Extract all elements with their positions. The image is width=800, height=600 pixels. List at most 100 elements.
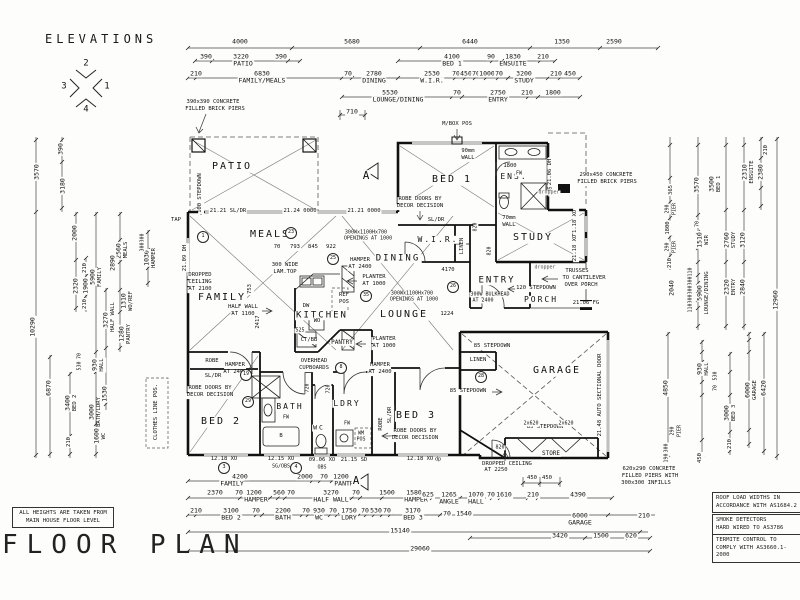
plan-text: CUPBOARDS — [298, 365, 330, 372]
plan-text: 820 — [486, 245, 493, 257]
plan-text: WALL — [460, 155, 476, 162]
plan-text: FILLED PIERS WITH — [620, 473, 680, 480]
plan-text: 2780 — [365, 69, 383, 78]
heights-note-line1: ALL HEIGHTS ARE TAKEN FROM — [19, 510, 107, 516]
plan-text: 620 — [624, 531, 638, 540]
elevation-1: 1 — [103, 81, 111, 92]
plan-text: 100 STEPDOWN — [197, 172, 204, 214]
plan-text: BED 1 — [441, 59, 463, 68]
plan-text: 70 — [343, 69, 353, 78]
room-label: LDRY — [332, 398, 362, 409]
plan-text: AT 2400 — [367, 369, 393, 376]
plan-text: 820 — [494, 444, 506, 451]
plan-text: STORE — [540, 449, 562, 458]
plan-text: 2840 — [738, 278, 747, 296]
plan-text: 2310 — [740, 163, 749, 181]
roof-note-line1: ROOF LOAD WIDTHS IN — [716, 495, 780, 501]
plan-text: 300Wx1100Hx700 — [389, 290, 435, 297]
window-code: 21.21 0000 — [346, 208, 382, 215]
leader-arrows — [195, 113, 558, 461]
plan-text: W.I.R. — [419, 76, 445, 85]
window-code: 09.06 XO — [307, 457, 337, 464]
plan-text: 930 — [90, 358, 99, 372]
window-code: 12.15 XO — [266, 456, 296, 463]
plan-text: 3420 — [551, 531, 569, 540]
plan-text: FILLED BRICK PIERS — [184, 106, 246, 113]
plan-text: 70 — [382, 506, 392, 515]
plan-text: 6420 — [759, 379, 768, 397]
plan-text: 300 WIDE — [270, 262, 300, 269]
room-label: ENS. — [499, 172, 529, 182]
plan-text: 820 — [472, 221, 479, 233]
plan-text: 525 — [294, 327, 306, 334]
plan-text: 120 STEPDOWN — [515, 285, 557, 292]
window-code: 21.21 SL/DR — [208, 208, 248, 215]
heights-note-line2: MAIN HOUSE FLOOR LEVEL — [25, 517, 101, 524]
plan-text: 1200 — [245, 488, 263, 497]
plan-text: 4100 — [443, 52, 461, 61]
plan-text: DECOR DECISION — [395, 203, 445, 210]
plan-text: 2590 — [605, 37, 623, 46]
plan-text: 3500 — [707, 175, 716, 193]
plan-text: 290 — [664, 203, 671, 215]
plan-text: FILLED BRICK PIERS — [576, 179, 638, 186]
plan-text: 450 — [526, 475, 538, 482]
plan-text: 1800 — [502, 163, 518, 170]
plan-text: 10290 — [28, 316, 37, 338]
plan-text: 793 — [289, 244, 301, 251]
plan-text: 365 — [668, 184, 675, 196]
plan-text: GARAGE — [567, 518, 593, 527]
plan-text: HAMPER — [349, 257, 371, 264]
window-code: 21.06 FG — [571, 300, 601, 307]
plan-text: 710 — [345, 107, 359, 116]
window-code: 21.24 0000 — [282, 208, 318, 215]
window-code: 12.18 XO — [405, 456, 435, 463]
plan-text: 70 — [712, 383, 719, 393]
plan-text: SL/DR — [426, 217, 446, 224]
plan-text: 70 — [286, 488, 296, 497]
plan-text: TAP — [170, 217, 182, 224]
plan-text: 390 — [199, 52, 213, 61]
plan-text: 70 — [442, 509, 452, 518]
plan-text: TRUSSES — [564, 268, 590, 275]
plan-text: 15140 — [389, 526, 411, 535]
plan-text: POS — [338, 299, 350, 306]
plan-text: BED 2 — [72, 393, 79, 413]
window-code: 21.06 DH — [547, 157, 554, 187]
plan-text: 300W BULKHEAD — [469, 291, 511, 298]
plan-text: OPENINGS AT 1000 — [342, 235, 394, 242]
plan-text: HAMPER — [369, 362, 391, 369]
window-code: 21.09 DH — [182, 243, 189, 273]
plan-text: PIER — [676, 423, 683, 439]
plan-text: 845 — [307, 244, 319, 251]
plan-text: 560 — [272, 488, 286, 497]
plan-text: LINEN — [468, 357, 488, 364]
plan-text: 620x290 CONCRETE — [621, 466, 677, 473]
plan-text: FW — [514, 170, 524, 177]
plan-text: GARAGE — [752, 379, 759, 401]
plan-text: DECOR DECISION — [390, 435, 440, 442]
plan-text: POS — [355, 436, 367, 443]
plan-text: 2000 — [296, 472, 314, 481]
plan-text: HALF WALL — [312, 495, 350, 504]
plan-text: 3570 — [32, 163, 41, 181]
plan-text: 6000 — [743, 381, 752, 399]
plan-text: MEALS — [123, 240, 130, 260]
plan-text: 210 — [82, 298, 89, 310]
ref-circle: 1 — [197, 231, 209, 243]
plan-text: HAMPER — [151, 247, 158, 269]
plan-text: 3000 — [722, 404, 731, 422]
plan-text: OPENINGS AT 1000 — [388, 296, 440, 303]
plan-text: FAMILY — [219, 479, 245, 488]
plan-text: WO — [312, 318, 322, 325]
plan-text: HAMPER — [403, 495, 429, 504]
plan-text: AT 1000 — [371, 343, 397, 350]
plan-text: 210 — [189, 69, 203, 78]
plan-text: 4850 — [661, 379, 670, 397]
plan-text: PATIO — [232, 59, 254, 68]
plan-text: PIER — [671, 201, 678, 217]
plan-text: 90mm — [460, 148, 476, 155]
plan-text: 2320 — [71, 277, 80, 295]
plan-text: 300 — [139, 241, 146, 253]
plan-text: 930 — [695, 362, 704, 376]
